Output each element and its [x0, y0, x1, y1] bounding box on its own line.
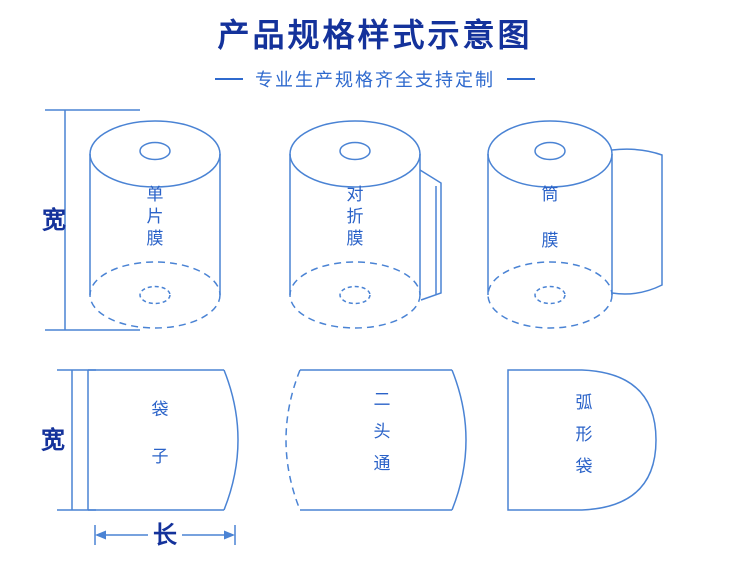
roll3-film-sheet-edge: [611, 148, 663, 295]
subtitle-right-divider: [507, 78, 535, 80]
tube-label-char2: 头: [374, 422, 391, 441]
single-sheet-film-diagram: 单 片 膜: [89, 120, 221, 329]
subtitle-text: 专业生产规格齐全支持定制: [255, 70, 495, 90]
roll1-label-char3: 膜: [147, 229, 164, 248]
roll2-top-ellipse: [289, 120, 421, 188]
bag-diagram: 袋 子: [87, 369, 239, 511]
roll1-top-ellipse: [89, 120, 221, 188]
roll2-bottom-ellipse: [289, 261, 421, 329]
arc-bag-label-char2: 形: [576, 425, 593, 444]
length-dimension: 长: [94, 522, 236, 549]
width-label-bottom: 宽: [41, 426, 65, 454]
roll1-label-char1: 单: [147, 185, 164, 204]
subtitle-left-divider: [215, 78, 243, 80]
length-label: 长: [153, 522, 178, 549]
length-arrow-left: [95, 530, 106, 540]
roll2-label-char3: 膜: [347, 229, 364, 248]
tube-right-curved-edge: [451, 369, 467, 511]
roll3-label-char1: 筒: [542, 185, 559, 204]
roll3-bottom-hole: [534, 285, 566, 305]
roll2-fold-flap: [419, 169, 442, 301]
tube-film-diagram: 筒 膜: [487, 120, 663, 329]
spec-diagram: 宽 单 片 膜: [0, 97, 750, 567]
roll3-bottom-ellipse: [487, 261, 613, 329]
width-label-top: 宽: [42, 206, 66, 234]
length-arrow-right: [224, 530, 235, 540]
folded-film-diagram: 对 折 膜: [289, 120, 442, 329]
two-ends-open-diagram: 二 头 通: [285, 369, 467, 511]
roll1-bottom-hole: [139, 285, 171, 305]
bag-label-char2: 子: [152, 447, 169, 466]
roll1-label-char2: 片: [147, 207, 164, 226]
tube-label-char3: 通: [374, 454, 391, 473]
arc-bag-diagram: 弧 形 袋: [507, 369, 657, 511]
roll2-core-hole: [339, 141, 371, 161]
roll3-core-hole: [534, 141, 566, 161]
top-width-dimension: 宽: [42, 109, 140, 331]
subtitle: 专业生产规格齐全支持定制: [0, 66, 750, 92]
arc-bag-label-char1: 弧: [576, 393, 593, 412]
arc-bag-outline: [507, 369, 657, 511]
arc-bag-label-char3: 袋: [576, 457, 593, 476]
roll2-bottom-hole: [339, 285, 371, 305]
roll3-label-char2: 膜: [542, 231, 559, 250]
roll2-label-char2: 折: [347, 207, 364, 226]
tube-label-char1: 二: [374, 390, 391, 409]
spec-diagram-svg: 宽 单 片 膜: [41, 109, 663, 549]
roll2-label-char1: 对: [347, 185, 364, 204]
bag-right-curved-edge: [223, 369, 239, 511]
page-title: 产品规格样式示意图: [217, 17, 533, 53]
roll1-core-hole: [139, 141, 171, 161]
bag-label-char1: 袋: [152, 400, 169, 419]
tube-left-open-edge: [285, 369, 301, 511]
roll1-bottom-ellipse: [89, 261, 221, 329]
roll3-top-ellipse: [487, 120, 613, 188]
